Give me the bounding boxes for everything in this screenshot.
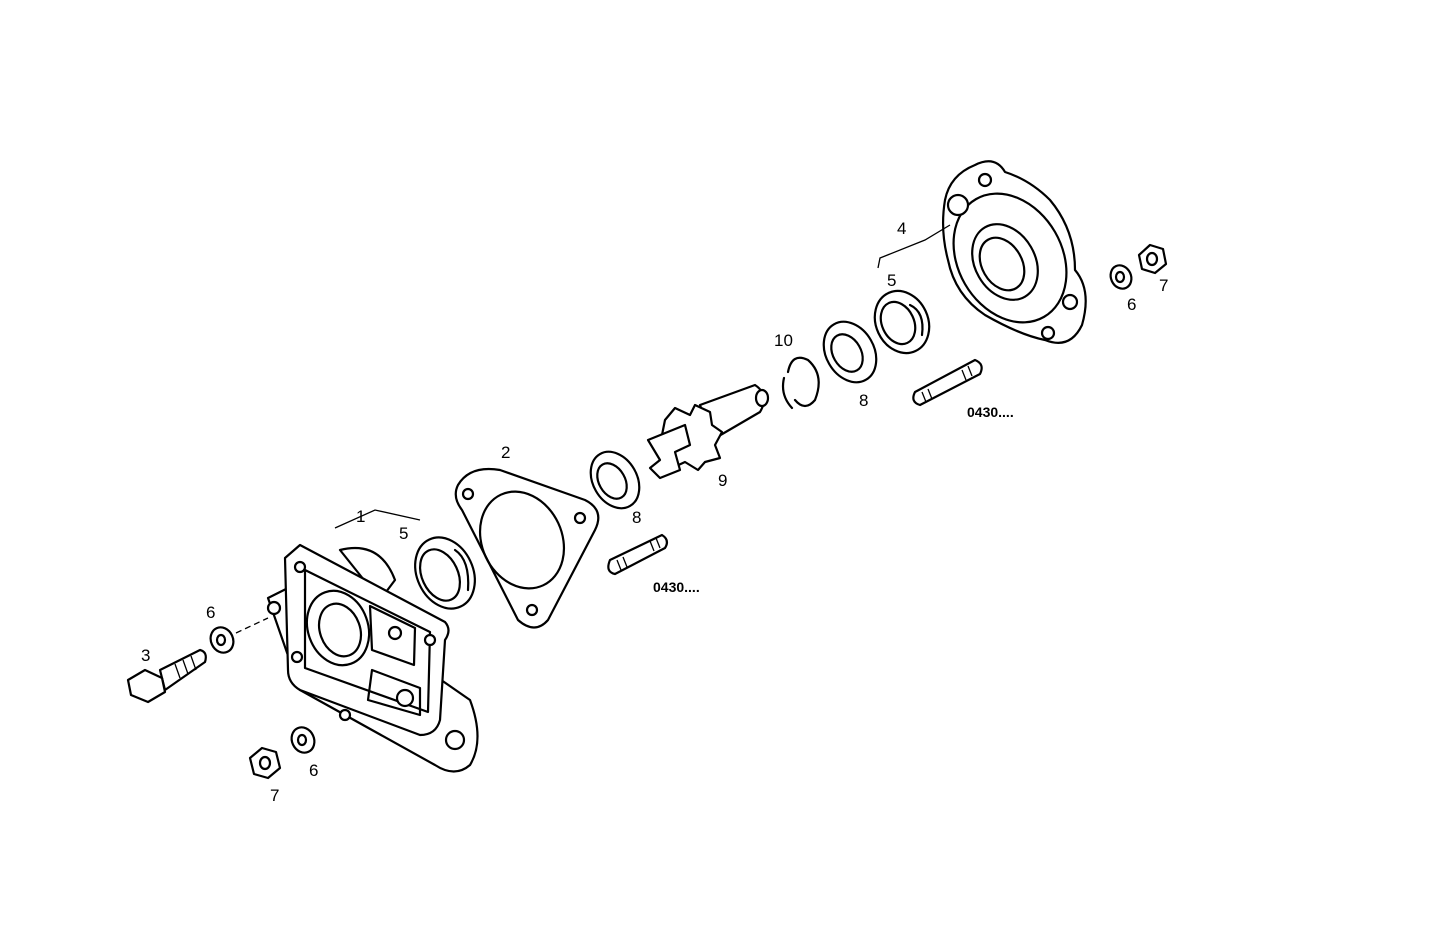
- part-stud-right: [912, 358, 983, 407]
- part-nut-7-left: [248, 746, 282, 780]
- label-seal-5-right: 5: [887, 271, 896, 290]
- label-seal-5-left: 5: [399, 524, 408, 543]
- part-gear-shaft-9: [646, 383, 770, 480]
- part-ring-8-right: [822, 320, 878, 384]
- part-washer-6-left-top: [209, 626, 235, 654]
- label-washer-6-left-top: 6: [206, 603, 215, 622]
- part-seal-5-right: [873, 289, 931, 355]
- part-circlip-10: [781, 356, 820, 410]
- part-gasket-2: [454, 467, 600, 629]
- part-washer-6-left-bottom: [290, 726, 316, 754]
- label-bolt-3: 3: [141, 646, 150, 665]
- label-washer-6-left-bottom: 6: [309, 761, 318, 780]
- label-housing-1: 1: [356, 507, 365, 526]
- part-nut-7-right: [1137, 243, 1168, 275]
- stud-code-left: 0430....: [653, 579, 700, 595]
- part-bolt-3: [126, 648, 207, 704]
- label-washer-6-right: 6: [1127, 295, 1136, 314]
- label-nut-7-right: 7: [1159, 276, 1168, 295]
- label-cover-4: 4: [897, 219, 906, 238]
- part-seal-5-left: [414, 536, 476, 610]
- label-gasket-2: 2: [501, 443, 510, 462]
- label-gear-shaft-9: 9: [718, 471, 727, 490]
- label-circlip-10: 10: [774, 331, 793, 350]
- alignment-line: [235, 617, 269, 634]
- part-ring-8-left: [589, 450, 641, 510]
- label-ring-8-right: 8: [859, 391, 868, 410]
- stud-code-right: 0430....: [967, 404, 1014, 420]
- part-stud-left: [607, 533, 669, 576]
- part-washer-6-right: [1109, 264, 1133, 290]
- label-ring-8-left: 8: [632, 508, 641, 527]
- part-cover-4: [877, 160, 1087, 344]
- label-nut-7-left: 7: [270, 786, 279, 805]
- part-housing-1: [266, 509, 479, 773]
